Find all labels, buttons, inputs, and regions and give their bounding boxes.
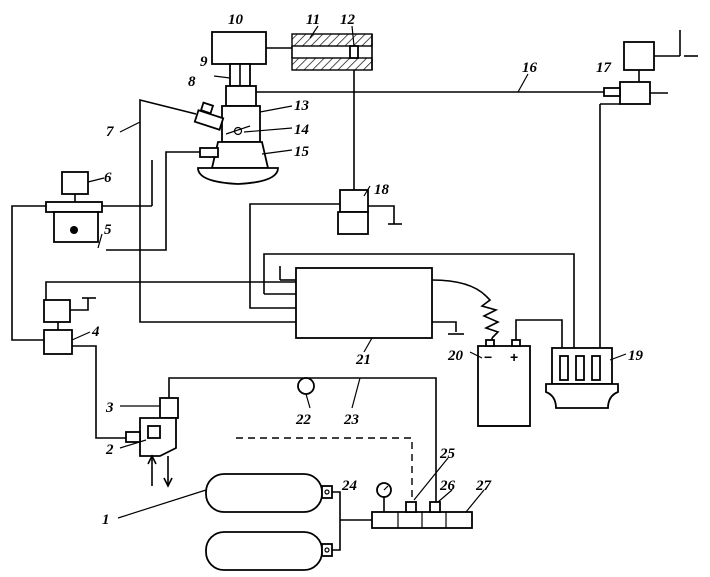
label-9: 9 xyxy=(200,54,208,70)
leader-lines xyxy=(71,25,627,519)
label-24: 24 xyxy=(341,478,358,494)
regulator-2-3 xyxy=(125,377,437,514)
battery-minus-sign: − xyxy=(484,349,492,365)
battery-terminal-plus xyxy=(511,339,521,347)
label-6: 6 xyxy=(104,170,112,186)
ignition-19 xyxy=(545,347,619,409)
component-2-inlet xyxy=(125,431,141,443)
component-8-coil xyxy=(199,101,215,115)
component-4 xyxy=(43,297,126,439)
tank-valve-upper xyxy=(321,485,333,499)
label-7: 7 xyxy=(106,124,114,140)
component-13-upper xyxy=(225,85,257,107)
tank-valve-lower xyxy=(321,543,333,557)
component-18-top xyxy=(339,189,369,213)
label-15: 15 xyxy=(294,144,310,160)
cylinder-11-bottom xyxy=(291,57,373,71)
tank-1-upper xyxy=(205,473,323,513)
component-6-top xyxy=(61,171,89,195)
label-21: 21 xyxy=(355,352,371,368)
engine-head-assembly xyxy=(211,31,373,190)
label-22: 22 xyxy=(295,412,312,428)
ignition-coil-2 xyxy=(575,355,585,381)
battery-terminal-minus xyxy=(485,339,495,347)
label-12: 12 xyxy=(340,12,356,28)
valve-26 xyxy=(429,501,441,513)
label-5: 5 xyxy=(104,222,112,238)
battery-body xyxy=(477,345,531,427)
component-10 xyxy=(211,31,267,65)
control-unit-21 xyxy=(295,267,433,339)
tank-1-lower xyxy=(205,531,323,571)
component-18 xyxy=(249,189,402,309)
component-4-body xyxy=(43,329,73,355)
label-1: 1 xyxy=(102,512,110,528)
battery-20: − + xyxy=(477,319,563,427)
component-17 xyxy=(623,41,655,71)
component-17-body xyxy=(619,81,651,105)
component-6-plate xyxy=(45,201,103,213)
line-16-group xyxy=(256,30,698,348)
label-3: 3 xyxy=(105,400,114,416)
battery-plus-sign: + xyxy=(510,349,518,365)
ignition-coil-1 xyxy=(559,355,569,381)
wiring-left xyxy=(11,98,296,341)
label-26: 26 xyxy=(439,478,456,494)
label-11: 11 xyxy=(306,12,320,28)
tanks-and-manifold xyxy=(205,437,473,571)
ignition-coil-3 xyxy=(591,355,601,381)
component-12 xyxy=(349,45,359,59)
label-19: 19 xyxy=(628,348,644,364)
cylinder-11-top xyxy=(291,33,373,47)
component-18-body xyxy=(337,211,369,235)
label-17: 17 xyxy=(596,60,612,76)
component-17-inlet xyxy=(603,87,621,97)
label-2: 2 xyxy=(105,442,114,458)
label-16: 16 xyxy=(522,60,538,76)
label-18: 18 xyxy=(374,182,390,198)
component-13 xyxy=(221,105,261,143)
label-8: 8 xyxy=(188,74,196,90)
label-20: 20 xyxy=(447,348,464,364)
mixer-assembly xyxy=(193,85,279,185)
label-23: 23 xyxy=(343,412,360,428)
component-15 xyxy=(210,141,270,169)
label-4: 4 xyxy=(91,324,100,340)
ignition-base xyxy=(545,383,619,409)
component-6-dot xyxy=(70,226,78,234)
component-3 xyxy=(159,397,179,419)
component-6 xyxy=(45,171,103,243)
component-4-top xyxy=(43,299,71,323)
label-27: 27 xyxy=(475,478,492,494)
component-21 xyxy=(45,253,575,348)
mixer-inlet xyxy=(199,147,219,158)
label-13: 13 xyxy=(294,98,310,114)
component-22 xyxy=(297,377,315,395)
component-2-chamber xyxy=(147,425,161,439)
air-filter xyxy=(197,167,279,185)
number-labels: 1 2 3 4 5 6 7 8 9 10 11 12 13 14 15 16 1… xyxy=(91,12,644,528)
label-10: 10 xyxy=(228,12,244,28)
valve-25 xyxy=(405,501,417,513)
label-25: 25 xyxy=(439,446,456,462)
label-14: 14 xyxy=(294,122,310,138)
